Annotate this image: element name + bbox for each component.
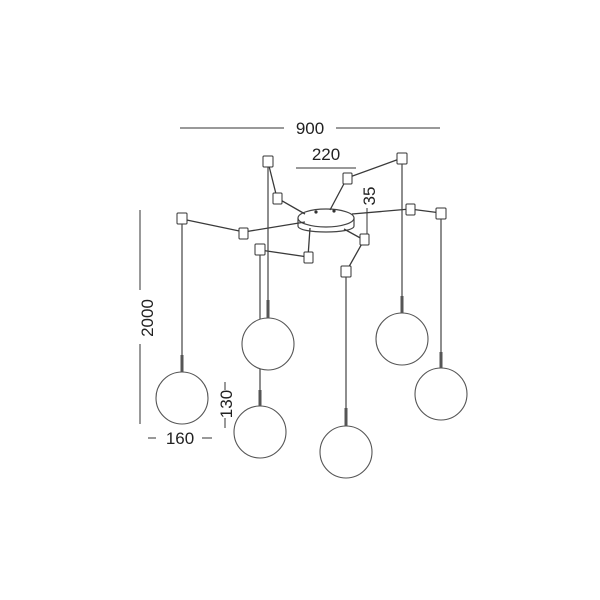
glass-globe — [155, 371, 209, 425]
canopy-screw — [314, 210, 318, 214]
arm-rod-right-far — [351, 208, 442, 215]
glass-globe — [375, 312, 429, 366]
glass-globes — [155, 312, 468, 479]
cord-sleeve — [180, 355, 184, 373]
drop-height-label: 2000 — [138, 299, 157, 337]
end-cap — [396, 152, 408, 165]
elbow-clip — [272, 192, 283, 205]
elbow-clip — [342, 172, 353, 185]
globe-diameter-dimension: 160 — [148, 429, 212, 448]
drop-height-dimension: 2000 — [138, 210, 157, 424]
globe-diameter-label: 160 — [166, 429, 194, 448]
canopy-diameter-dimension: 220 — [296, 145, 356, 169]
cord-sleeves — [180, 296, 443, 427]
cord-sleeve — [439, 352, 443, 370]
canopy-top — [297, 208, 355, 228]
elbow-clip — [359, 233, 370, 246]
arm-rod-left-upper — [267, 161, 306, 215]
elbow-clip — [405, 203, 416, 216]
cord-sleeve — [258, 390, 262, 408]
cord-sleeve — [266, 300, 270, 320]
glass-globe — [414, 367, 468, 421]
end-cap — [254, 243, 266, 256]
glass-globe — [319, 425, 373, 479]
elbow-clip — [238, 227, 249, 240]
end-cap — [262, 155, 274, 168]
width-total-label: 900 — [296, 119, 324, 138]
globe-height-dimension: 130 — [217, 382, 236, 428]
elbow-clips — [238, 172, 416, 264]
canopy-diameter-label: 220 — [312, 145, 340, 164]
cord-sleeve — [400, 296, 404, 315]
end-cap — [176, 212, 188, 225]
end-cap — [435, 207, 447, 220]
cord-sleeve — [344, 408, 348, 427]
canopy-height-label: 35 — [360, 187, 379, 206]
globe-height-label: 130 — [217, 390, 236, 418]
canopy-screw — [332, 209, 336, 213]
glass-globe — [241, 317, 295, 371]
pendant-cords — [181, 164, 442, 425]
end-cap — [340, 265, 352, 278]
width-dimension: 900 — [180, 119, 440, 138]
ceiling-canopy — [297, 208, 355, 233]
glass-globe — [233, 405, 287, 459]
end-caps — [176, 152, 447, 278]
elbow-clip — [303, 251, 314, 264]
